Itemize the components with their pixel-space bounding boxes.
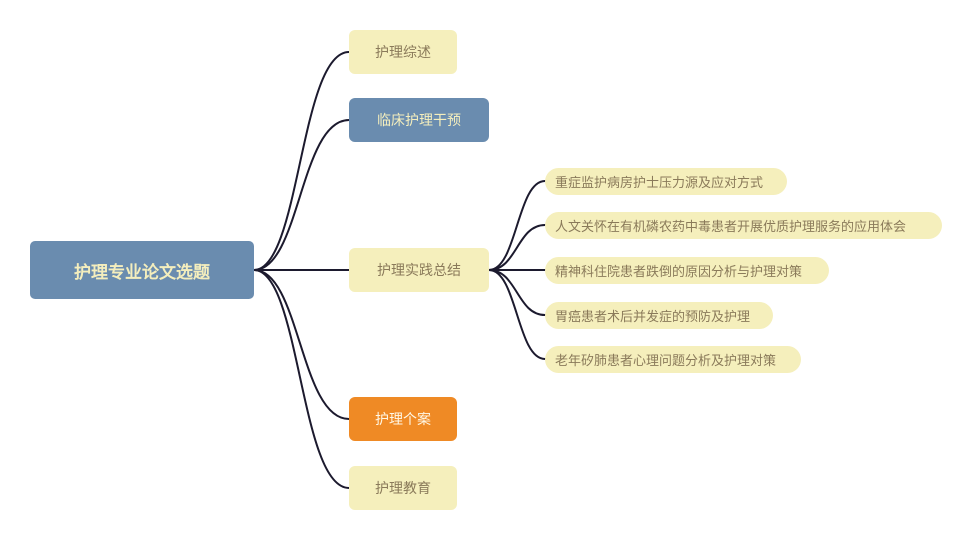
branch-nursing-review[interactable]: 护理综述 bbox=[349, 30, 457, 74]
branch-practice-summary[interactable]: 护理实践总结 bbox=[349, 248, 489, 292]
subtopic-humanistic-care[interactable]: 人文关怀在有机磷农药中毒患者开展优质护理服务的应用体会 bbox=[545, 212, 942, 239]
link-branch-2-to-sub-4 bbox=[488, 269, 546, 360]
subtopic-silicosis-psychology[interactable]: 老年矽肺患者心理问题分析及护理对策 bbox=[545, 346, 801, 373]
link-branch-2-to-sub-0 bbox=[488, 180, 546, 271]
subtopic-icu-stress[interactable]: 重症监护病房护士压力源及应对方式 bbox=[545, 168, 787, 195]
link-branch-2-to-sub-3 bbox=[488, 269, 546, 316]
link-root-to-branch-4 bbox=[253, 269, 350, 489]
link-root-to-branch-1 bbox=[253, 119, 350, 271]
root-topic[interactable]: 护理专业论文选题 bbox=[30, 241, 254, 299]
subtopic-gastric-cancer[interactable]: 胃癌患者术后并发症的预防及护理 bbox=[545, 302, 773, 329]
link-branch-2-to-sub-1 bbox=[488, 224, 546, 271]
branch-nursing-education[interactable]: 护理教育 bbox=[349, 466, 457, 510]
subtopic-psychiatric-falls[interactable]: 精神科住院患者跌倒的原因分析与护理对策 bbox=[545, 257, 829, 284]
link-root-to-branch-3 bbox=[253, 269, 350, 420]
branch-case-study[interactable]: 护理个案 bbox=[349, 397, 457, 441]
link-root-to-branch-0 bbox=[253, 51, 350, 271]
branch-clinical-intervention[interactable]: 临床护理干预 bbox=[349, 98, 489, 142]
